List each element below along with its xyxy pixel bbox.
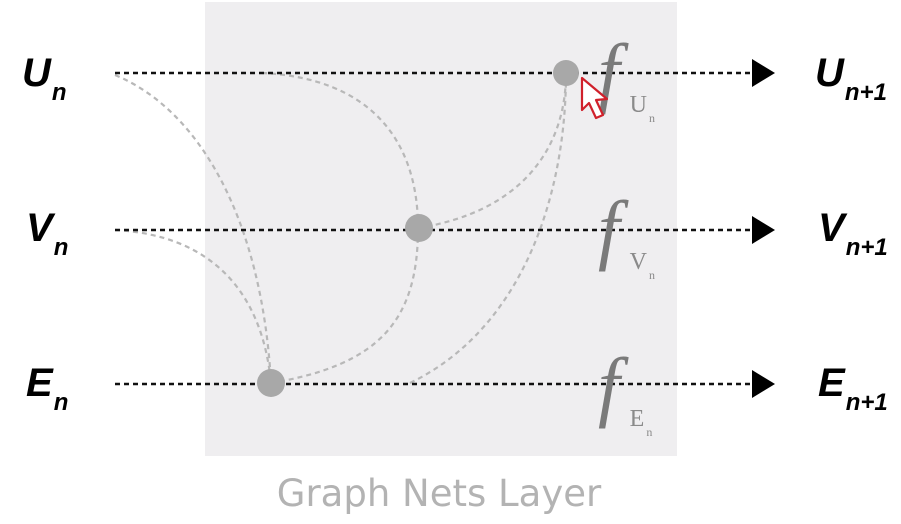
curve-e-to-u-node (409, 72, 568, 384)
curve-v-to-e-node (114, 228, 273, 384)
curve-e-node-to-v-node (270, 227, 420, 385)
curve-u-to-v-node (261, 71, 420, 229)
input-labels: Un Vn En (22, 51, 68, 416)
nodes (257, 60, 579, 397)
arrowhead-v (752, 216, 775, 244)
arrowhead-e (752, 370, 775, 398)
output-label-u: Un+1 (815, 51, 887, 106)
layer-label: Graph Nets Layer (277, 472, 602, 515)
output-label-v: Vn+1 (818, 206, 888, 261)
dependency-curves (114, 71, 568, 385)
arrowheads (752, 59, 775, 398)
input-label-e: En (26, 361, 68, 416)
input-label-u: Un (22, 51, 67, 106)
mouse-pointer-icon (580, 76, 609, 120)
output-label-e: En+1 (818, 361, 888, 416)
output-labels: Un+1 Vn+1 En+1 (815, 51, 888, 416)
curve-v-node-to-u-node (417, 72, 568, 230)
curve-u-to-e-node (114, 73, 273, 384)
arrowhead-u (752, 59, 775, 87)
tracks (115, 71, 752, 386)
input-label-v: Vn (26, 206, 68, 261)
node-v (405, 214, 433, 242)
node-e (257, 369, 285, 397)
node-u (553, 60, 579, 86)
